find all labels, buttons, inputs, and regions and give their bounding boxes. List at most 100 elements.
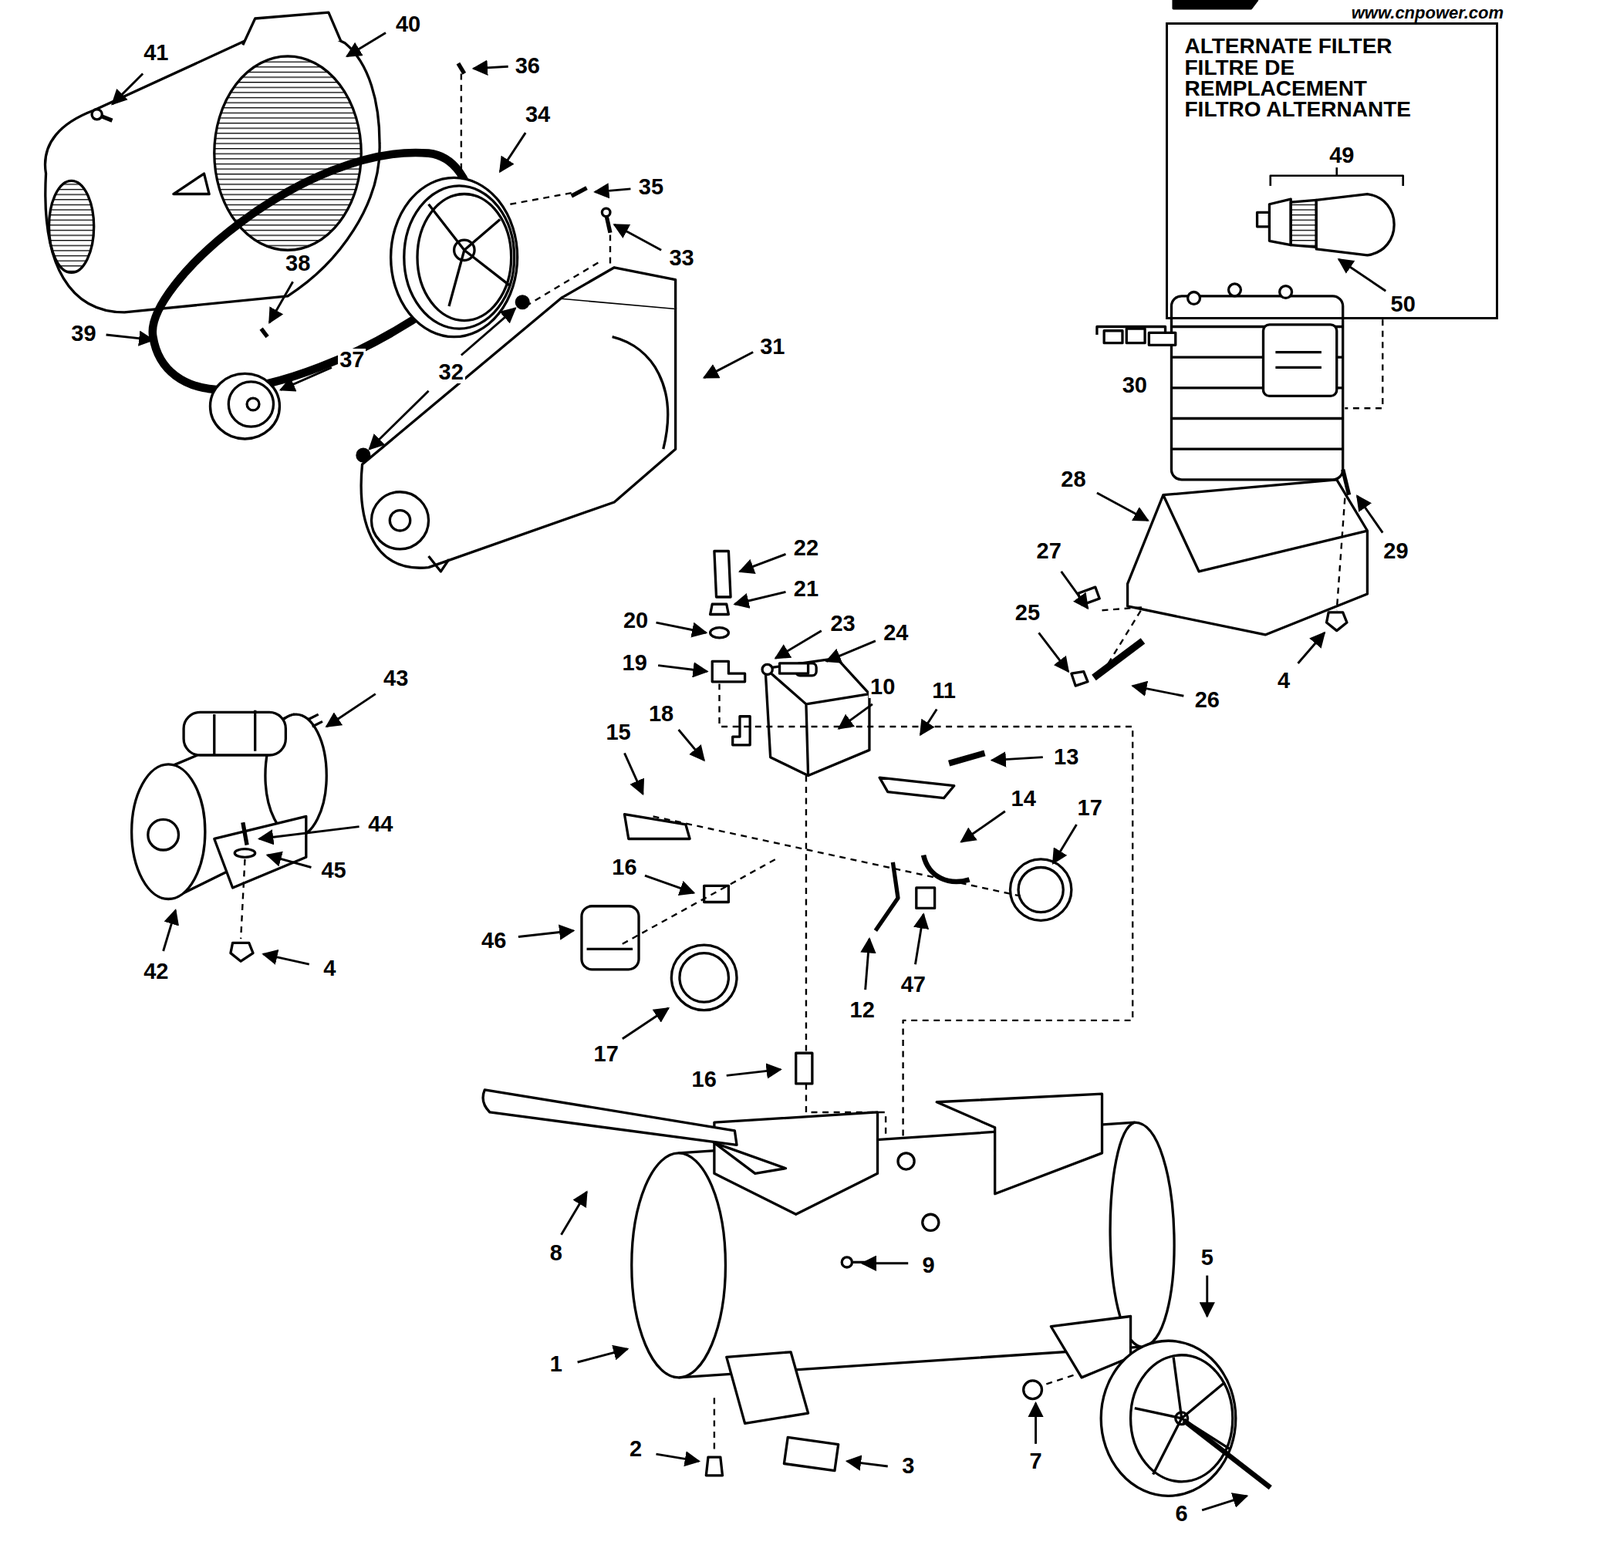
pressure-switch (587, 948, 634, 951)
motor (183, 712, 286, 756)
motor-pulley (209, 373, 280, 439)
tank (714, 1112, 878, 1215)
callout-number: 46 (479, 929, 508, 952)
tube-fittings (1077, 587, 1100, 605)
box-heading: FILTRE DE REMPLACEMENT (1184, 57, 1479, 100)
belt-guard-back (173, 173, 210, 194)
leader-arrows (614, 224, 662, 250)
pressure-switch (779, 663, 809, 674)
filter-illustration (1257, 212, 1270, 227)
pressure-switch (671, 945, 737, 1011)
pulley (391, 177, 518, 337)
pump (1263, 324, 1337, 397)
belt-guard-front (612, 337, 669, 449)
dashed-guides (240, 859, 245, 939)
box-heading: FILTRO ALTERNANTE (1184, 98, 1479, 120)
pressure-switch (581, 550, 1072, 1084)
callout-number: 5 (1199, 1246, 1216, 1270)
callout-number: 6 (1174, 1502, 1190, 1526)
callout-number: 23 (828, 612, 857, 635)
filter-box: ALTERNATE FILTERFILTRE DE REMPLACEMENTFI… (1165, 22, 1499, 320)
callout-number: 16 (690, 1068, 719, 1091)
hardware (91, 109, 102, 120)
leader-arrows (499, 132, 526, 172)
callout-number: 22 (792, 536, 821, 560)
callout-number: 8 (548, 1242, 564, 1265)
belt-guard-back (243, 12, 341, 45)
pulley (391, 177, 518, 337)
leader-arrows (106, 33, 1387, 1511)
motor (214, 710, 256, 756)
callout-number: 49 (1327, 144, 1356, 167)
filter-illustration (1335, 167, 1338, 176)
leader-arrows (1097, 492, 1148, 521)
leader-arrows (862, 1262, 909, 1265)
leader-arrows (624, 752, 643, 794)
motor (148, 819, 179, 851)
callout-number: 4 (321, 957, 338, 980)
dashed-guides (525, 260, 602, 308)
tank (631, 1153, 726, 1378)
callout-number: 35 (637, 175, 665, 199)
callout-number: 19 (621, 651, 649, 675)
leader-arrows (704, 352, 753, 379)
callout-number: 50 (1389, 293, 1418, 316)
leader-arrows (326, 694, 375, 727)
callout-number: 18 (647, 702, 676, 726)
fitting-kit (1148, 332, 1175, 345)
leader-arrows (622, 1008, 669, 1040)
tank (1023, 1380, 1043, 1400)
callout-number: 44 (366, 813, 395, 836)
tank (1110, 1122, 1141, 1347)
pressure-switch (765, 668, 870, 777)
tube-fittings (1093, 641, 1143, 679)
leader-arrows (739, 553, 787, 571)
leader-arrows (106, 334, 154, 341)
pump (1188, 292, 1201, 305)
callout-number: 26 (1193, 688, 1222, 712)
logo-fragment (1173, 0, 1257, 9)
hardware (571, 188, 588, 197)
callout-number: 10 (868, 675, 897, 699)
leader-arrows (1034, 1403, 1037, 1445)
pulley (428, 204, 511, 307)
leader-arrows (678, 729, 705, 761)
leader-arrows (111, 73, 143, 105)
pressure-switch (710, 627, 730, 638)
pump (1127, 479, 1368, 635)
dashed-guides (1344, 319, 1383, 409)
pressure-switch (875, 862, 898, 932)
callout-number: 32 (437, 361, 466, 384)
handle (482, 1090, 737, 1145)
callout-number: 9 (921, 1254, 937, 1277)
leader-arrows (726, 1069, 781, 1076)
callout-number: 2 (627, 1437, 644, 1461)
web-address: www.cnpower.com (1350, 3, 1506, 24)
leader-arrows (775, 631, 822, 659)
callout-number: 43 (381, 667, 410, 690)
pressure-switch (762, 664, 773, 675)
hardware (458, 63, 465, 74)
leader-arrows (577, 1349, 628, 1363)
callout-number: 7 (1027, 1450, 1044, 1473)
hardware (601, 208, 611, 217)
callout-number: 37 (337, 348, 366, 372)
leader-arrows (473, 66, 509, 69)
leader-arrows (269, 281, 293, 323)
leader-arrows (1356, 496, 1383, 534)
callout-number: 28 (1059, 468, 1087, 491)
belt-guard-front (371, 492, 429, 550)
dashed-guides (653, 816, 1021, 896)
leader-arrows (163, 910, 176, 952)
callout-number: 30 (1120, 374, 1149, 397)
pump (1343, 469, 1350, 496)
callout-number: 21 (792, 577, 821, 601)
pump (1127, 283, 1368, 635)
leader-arrows (826, 641, 875, 662)
leader-arrows (865, 938, 870, 990)
callout-number: 17 (592, 1043, 621, 1066)
leader-arrows (518, 931, 574, 938)
callout-number: 14 (1009, 787, 1038, 811)
box-heading: ALTERNATE FILTER (1184, 35, 1479, 57)
